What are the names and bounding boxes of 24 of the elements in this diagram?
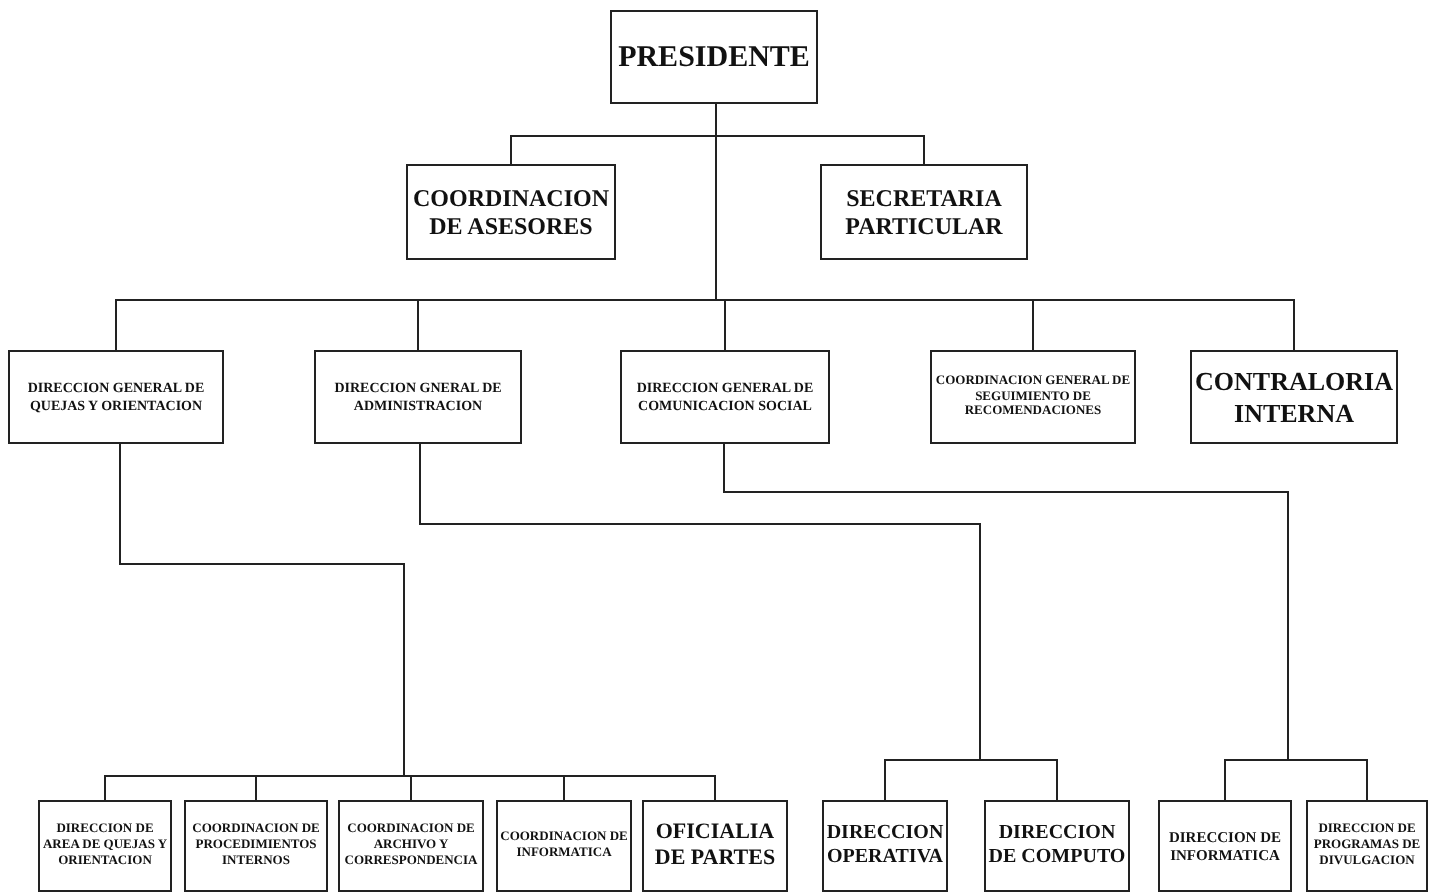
unit-name: SECRETARIA PARTICULAR	[843, 183, 1005, 241]
unit-name: CONTRALORIA INTERNA	[1193, 365, 1395, 429]
unit-name: COORDINACION DE ASESORES	[410, 183, 611, 241]
org-unit-box	[184, 800, 328, 892]
org-unit-box	[338, 800, 484, 892]
org-unit-box	[1190, 350, 1398, 444]
org-unit-box	[822, 800, 948, 892]
org-unit-box	[406, 164, 616, 260]
org-unit-box	[496, 800, 632, 892]
unit-name: DIRECCION OPERATIVA	[824, 822, 946, 870]
org-unit-box	[610, 10, 818, 104]
org-unit-box	[930, 350, 1136, 444]
org-unit-box	[38, 800, 172, 892]
org-unit-box	[642, 800, 788, 892]
org-unit-box	[620, 350, 830, 444]
unit-name: OFICIALIA DE PARTES	[652, 819, 778, 873]
unit-name: PRESIDENTE	[618, 39, 810, 75]
org-unit-box	[314, 350, 522, 444]
org-unit-box	[1306, 800, 1428, 892]
org-unit-box	[1158, 800, 1292, 892]
org-unit-box	[984, 800, 1130, 892]
org-unit-box	[820, 164, 1028, 260]
unit-name: DIRECCION DE COMPUTO	[986, 822, 1128, 870]
org-unit-box	[8, 350, 224, 444]
